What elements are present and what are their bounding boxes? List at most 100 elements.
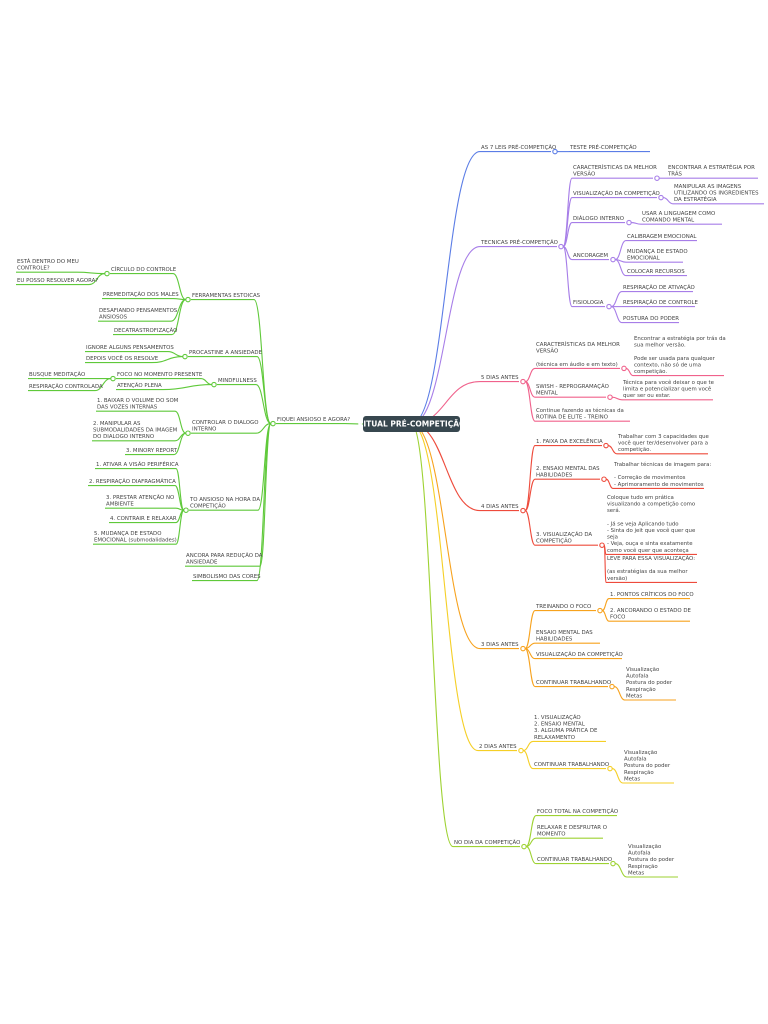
node-treinando-o-foco[interactable]: TREINANDO O FOCO <box>535 604 591 610</box>
node-continuar-trabalhando[interactable]: CONTINUAR TRABALHANDO <box>534 762 609 768</box>
branch-b2-collapse-dot[interactable] <box>558 243 564 250</box>
node-ancoragem[interactable]: ANCORAGEM <box>573 253 608 259</box>
node-eu-posso-resolver-agora[interactable]: EU POSSO RESOLVER AGORA? <box>17 278 98 284</box>
node-no-dia-da-competicao[interactable]: NO DIA DA COMPETIÇÃO <box>454 839 520 846</box>
node-visualizacao-da-competicao[interactable]: VISUALIZAÇÃO DA COMPETIÇÃO <box>573 190 660 197</box>
node-foco-no-momento-presente[interactable]: FOCO NO MOMENTO PRESENTE <box>117 372 203 378</box>
branch-b5-collapse-dot[interactable] <box>520 645 526 652</box>
node-b3b-collapse-dot[interactable] <box>607 394 613 400</box>
node-b4a-collapse-dot[interactable] <box>603 442 609 449</box>
node-3-minory-report[interactable]: 3. MINORY REPORT <box>126 448 178 454</box>
node-1-faixa-da-excelencia[interactable]: 1. FAIXA DA EXCELÊNCIA <box>536 437 603 445</box>
node-L4-collapse-dot[interactable] <box>185 430 191 436</box>
node-continuar-trabalhando[interactable]: CONTINUAR TRABALHANDO <box>537 857 612 863</box>
node-L5-collapse-dot[interactable] <box>183 507 189 513</box>
node-b2a-collapse-dot[interactable] <box>654 175 660 181</box>
node-fisiologia[interactable]: FISIOLOGIA <box>573 300 604 306</box>
node-b4b-collapse-dot[interactable] <box>601 476 607 482</box>
node-continuar-trabalhando[interactable]: CONTINUAR TRABALHANDO <box>536 680 611 686</box>
node-simbolismo-das-cores[interactable]: SIMBOLISMO DAS CORES <box>193 574 261 580</box>
branch-L-collapse-dot[interactable] <box>270 420 276 427</box>
node-1-pontos-criticos-do-foco[interactable]: 1. PONTOS CRÍTICOS DO FOCO <box>610 591 694 598</box>
node-atencao-plena[interactable]: ATENÇÃO PLENA <box>117 382 162 389</box>
node-b2c-collapse-dot[interactable] <box>626 219 632 226</box>
node-respiracao-de-controle[interactable]: RESPIRAÇÃO DE CONTROLE <box>623 299 698 306</box>
node-respiracao-controlada[interactable]: RESPIRAÇÃO CONTROLADA <box>29 383 103 390</box>
node-trabalhar-tecnicas-de-imagem-para-correc[interactable]: Trabalhar técnicas de imagem para:- Corr… <box>613 461 711 488</box>
node-decatrastrofizacao[interactable]: DECATRASTROFIZAÇÃO <box>114 327 177 334</box>
root-node[interactable]: RITUAL PRÉ-COMPETIÇÃO <box>358 416 466 432</box>
node-busque-meditacao[interactable]: BUSQUE MEDITAÇÃO <box>29 371 85 378</box>
node-leve-para-essa-visualizacao-as-estrategi[interactable]: LEVE PARA ESSA VISUALIZAÇÃO:(as estratég… <box>607 555 695 582</box>
node-2-dias-antes[interactable]: 2 DIAS ANTES <box>479 744 517 750</box>
node-visualizacao-da-competicao[interactable]: VISUALIZAÇÃO DA COMPETIÇÃO <box>536 651 623 658</box>
node-b2d-collapse-dot[interactable] <box>610 256 616 263</box>
node-mindfulness[interactable]: MINDFULNESS <box>218 378 257 384</box>
node-L2-collapse-dot[interactable] <box>182 353 188 360</box>
node-L1-collapse-dot[interactable] <box>185 296 191 303</box>
node-b2e-collapse-dot[interactable] <box>606 303 612 310</box>
node-foco-total-na-competicao[interactable]: FOCO TOTAL NA COMPETIÇÃO <box>537 808 618 815</box>
node-circulo-do-controle[interactable]: CÍRCULO DO CONTROLE <box>111 266 177 273</box>
node-colocar-recursos[interactable]: COLOCAR RECURSOS <box>627 269 685 275</box>
node-tecnicas-pre-competicao[interactable]: TECNICAS PRÉ-COMPETIÇÃO <box>480 238 558 246</box>
node-L3-collapse-dot[interactable] <box>211 381 217 388</box>
node-b4c-collapse-dot[interactable] <box>599 542 605 548</box>
node-premeditacao-dos-males[interactable]: PREMEDITAÇÃO DOS MALES <box>103 291 179 298</box>
node-calibragem-emocional[interactable]: CALIBRAGEM EMOCIONAL <box>627 234 696 240</box>
node-dialogo-interno[interactable]: DIÁLOGO INTERNO <box>573 215 624 222</box>
node-3-dias-antes[interactable]: 3 DIAS ANTES <box>481 642 519 648</box>
node-teste-pre-competicao[interactable]: TESTE PRÉ-COMPETIÇÃO <box>569 143 637 151</box>
node-b5a-collapse-dot[interactable] <box>597 607 603 614</box>
branch-b7-collapse-dot[interactable] <box>521 843 527 850</box>
node-postura-do-poder[interactable]: POSTURA DO PODER <box>623 316 679 322</box>
node-depois-voce-os-resolve[interactable]: DEPOIS VOCÊ OS RESOLVE <box>86 354 159 362</box>
node-respiracao-de-ativacao[interactable]: RESPIRAÇÃO DE ATIVAÇÃO <box>623 284 695 291</box>
branch-b3-collapse-dot[interactable] <box>520 378 526 385</box>
node-4-contrair-e-relaxar[interactable]: 4. CONTRAIR E RELAXAR <box>110 516 177 522</box>
branch-b4-collapse-dot[interactable] <box>520 507 526 514</box>
node-4-dias-antes[interactable]: 4 DIAS ANTES <box>481 504 519 510</box>
node-ferramentas-estoicas[interactable]: FERRAMENTAS ESTOICAS <box>192 293 261 299</box>
node-fiquei-ansioso-e-agora[interactable]: FIQUEI ANSIOSO E AGORA? <box>277 417 350 423</box>
node-ignore-alguns-pensamentos[interactable]: IGNORE ALGUNS PENSAMENTOS <box>86 345 174 351</box>
node-as-7-leis-pre-competicao[interactable]: AS 7 LEIS PRÉ-COMPETIÇÃO <box>481 143 556 151</box>
branch-b6-collapse-dot[interactable] <box>518 747 524 754</box>
node-procastine-a-ansiedade[interactable]: PROCASTINE A ANSIEDADE <box>189 350 263 356</box>
node-1-ativar-a-visao-periferica[interactable]: 1. ATIVAR A VISÃO PERIFÉRICA <box>96 460 179 468</box>
node-L3a-collapse-dot[interactable] <box>110 375 116 382</box>
node-b3a-collapse-dot[interactable] <box>621 365 627 372</box>
node-L1a-collapse-dot[interactable] <box>104 270 110 277</box>
node-2-respiracao-diafragmatica[interactable]: 2. RESPIRAÇÃO DIAFRAGMÁTICA <box>89 478 176 485</box>
